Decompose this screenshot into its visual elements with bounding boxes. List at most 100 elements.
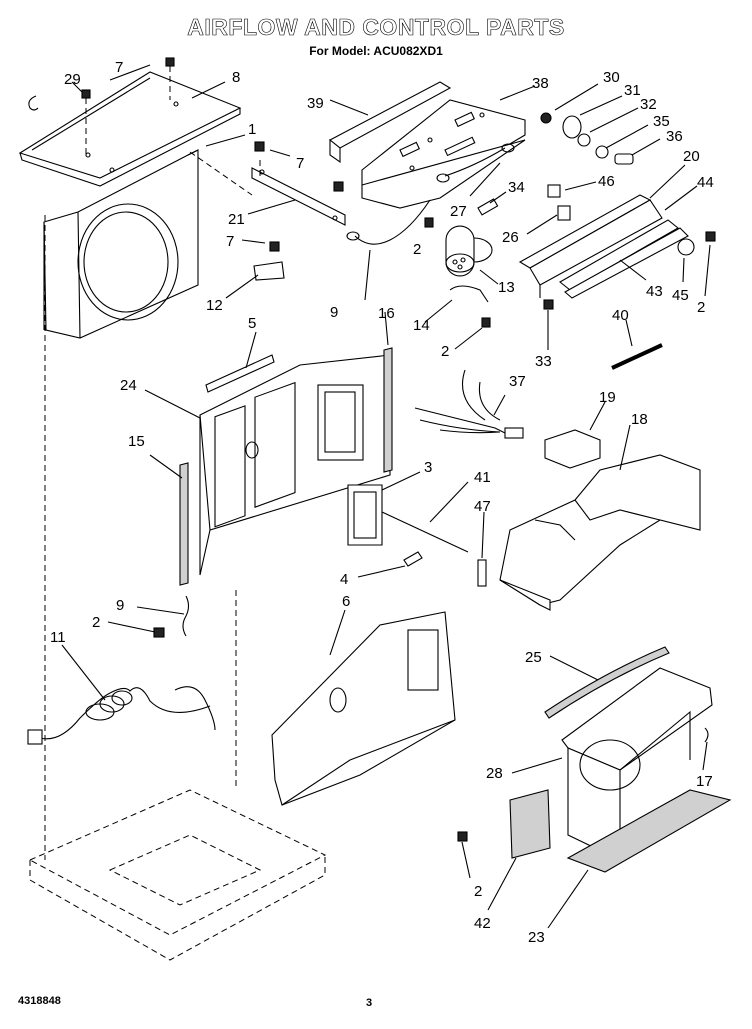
callout-label: 13	[498, 279, 515, 296]
callout-label: 2	[474, 883, 482, 900]
callout-label: 16	[378, 305, 395, 322]
callout-label: 26	[502, 229, 519, 246]
part-screw	[333, 181, 344, 192]
callout-label: 25	[525, 649, 542, 666]
callout-label: 33	[535, 353, 552, 370]
callout-label: 40	[612, 307, 629, 324]
callout-label: 19	[599, 389, 616, 406]
callout-label: 46	[598, 173, 615, 190]
callout-label: 7	[115, 59, 123, 76]
part-screws-top	[81, 57, 175, 155]
callout-label: 2	[697, 299, 705, 316]
part-wire-terminal	[436, 173, 450, 183]
callout-label: 32	[640, 96, 657, 113]
callout-label: 30	[603, 69, 620, 86]
part-fan-shroud	[43, 149, 253, 339]
part-clip	[28, 95, 39, 111]
callout-label: 14	[413, 317, 430, 334]
part-screw	[457, 831, 468, 842]
page-title: AIRFLOW AND CONTROL PARTS	[187, 14, 565, 41]
callout-label: 42	[474, 915, 491, 932]
part-control-panel	[518, 194, 689, 299]
part-grille	[509, 789, 551, 859]
part-bracket	[251, 160, 346, 226]
model-subtitle: For Model: ACU082XD1	[309, 44, 443, 58]
callout-label: 34	[508, 179, 525, 196]
part-47	[477, 559, 487, 587]
part-screw	[543, 299, 554, 310]
part-seal-strip-16	[383, 347, 393, 473]
part-air-duct	[499, 454, 701, 611]
part-screw	[481, 317, 491, 328]
callout-label: 12	[206, 297, 223, 314]
callout-label: 11	[50, 629, 66, 646]
callout-labels: 29 7 8 1 7 21 7 12 39 38 30 31 32 35 36 …	[50, 59, 714, 946]
part-cable-tie	[611, 343, 663, 370]
callout-label: 20	[683, 148, 700, 165]
callout-label: 47	[474, 498, 491, 515]
part-number: 4318848	[18, 995, 61, 1007]
part-small-bracket	[253, 261, 285, 281]
part-seal-25	[544, 646, 670, 719]
part-knob	[677, 238, 695, 256]
part-wire-harness	[414, 369, 524, 439]
callout-label: 45	[672, 287, 689, 304]
callout-label: 41	[474, 469, 491, 486]
callout-label: 7	[226, 233, 234, 250]
part-mount-bracket	[347, 484, 383, 546]
part-resistor	[477, 198, 499, 216]
part-top-cover	[18, 71, 242, 187]
part-screw	[424, 217, 434, 228]
callout-label: 5	[248, 315, 256, 332]
callout-label: 28	[486, 765, 503, 782]
callout-label: 2	[413, 241, 421, 258]
part-screw	[705, 231, 716, 242]
part-base-pan	[28, 215, 327, 961]
part-wire	[182, 595, 190, 637]
part-rod	[381, 511, 469, 553]
callout-label: 36	[666, 128, 683, 145]
part-screw	[254, 141, 265, 152]
part-bracket-46	[547, 184, 561, 198]
callout-label: 3	[424, 459, 432, 476]
part-clip-4	[403, 551, 423, 567]
callout-label: 4	[340, 571, 348, 588]
part-air-deflector	[271, 611, 456, 806]
part-ground-wire	[444, 147, 506, 177]
callout-label: 2	[92, 614, 100, 631]
callout-label: 7	[296, 155, 304, 172]
callout-label: 27	[450, 203, 467, 220]
callout-label: 44	[697, 174, 714, 191]
callout-label: 37	[509, 373, 526, 390]
callout-label: 38	[532, 75, 549, 92]
callout-label: 31	[624, 82, 641, 99]
part-wire	[354, 199, 431, 245]
part-air-filter	[566, 789, 732, 873]
part-control-housing	[329, 81, 526, 209]
part-back-panel	[199, 354, 391, 576]
part-17	[704, 727, 709, 743]
part-seal-strip-15	[179, 462, 189, 586]
callout-label: 29	[64, 71, 81, 88]
callout-label: 9	[116, 597, 124, 614]
callout-label: 23	[528, 929, 545, 946]
part-switch-set	[540, 112, 634, 165]
part-wire-terminal	[346, 231, 360, 241]
part-evaporator-housing	[561, 667, 713, 861]
callout-label: 39	[307, 95, 324, 112]
callout-label: 21	[228, 211, 245, 228]
leader-lines	[61, 64, 711, 929]
part-power-cord	[27, 686, 216, 745]
callout-label: 15	[128, 433, 145, 450]
part-capacitor-strap	[449, 285, 489, 303]
callout-label: 8	[232, 69, 240, 86]
part-wire-terminal	[501, 143, 515, 153]
part-screw	[269, 241, 280, 252]
part-relay	[557, 205, 571, 221]
callout-label: 2	[441, 343, 449, 360]
callout-label: 43	[646, 283, 663, 300]
callout-label: 24	[120, 377, 137, 394]
callout-label: 1	[248, 121, 256, 138]
part-screw	[153, 627, 165, 638]
callout-label: 35	[653, 113, 670, 130]
